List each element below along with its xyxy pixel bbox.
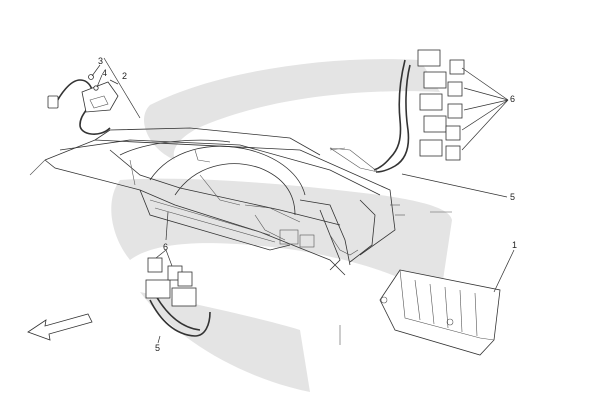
- callout-6-upper: 6: [510, 94, 515, 104]
- sensor-assembly: [47, 57, 141, 135]
- callout-1: 1: [512, 240, 517, 250]
- direction-arrow-icon: [27, 313, 93, 341]
- leader-line: [165, 211, 169, 241]
- watermark-logo: [111, 59, 453, 392]
- callout-3: 3: [98, 56, 103, 66]
- control-unit: [379, 249, 515, 356]
- callout-4: 4: [102, 68, 107, 78]
- callout-6-lower: 6: [163, 242, 168, 252]
- callout-5-upper: 5: [510, 192, 515, 202]
- callout-2: 2: [122, 71, 127, 81]
- callout-5-lower: 5: [155, 343, 160, 353]
- relay-bank-upper: [329, 49, 509, 198]
- roof-frame-structure: [29, 127, 452, 345]
- relay-bank-lower: [145, 249, 211, 344]
